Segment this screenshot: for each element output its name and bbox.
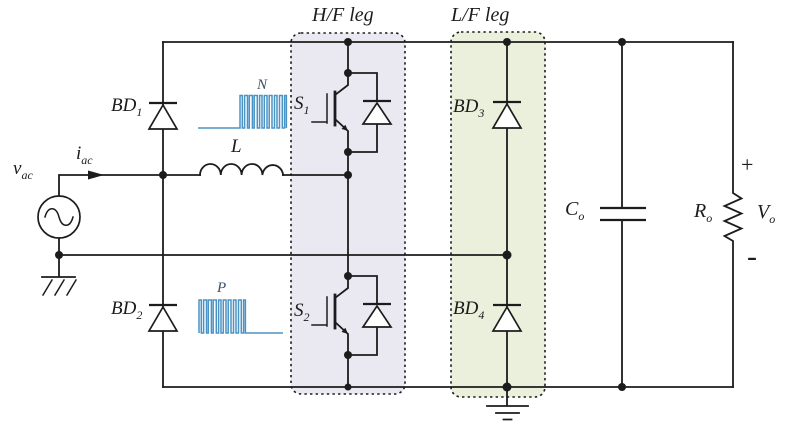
pulse-n-label: N [257,77,268,93]
bd3-label: BD3 [453,96,485,120]
ground-left-icon [41,254,78,297]
s1-antiparallel-diode [347,72,393,153]
s2-antiparallel-diode [347,275,393,356]
iac-label: iac [76,143,93,167]
neutral-wire [58,237,508,256]
bd2-label: BD2 [111,298,143,322]
ac-source [37,195,81,239]
sine-icon [44,208,74,226]
phase-wire [58,174,201,197]
hf-leg-label: H/F leg [312,4,374,26]
vac-label: vac [13,158,33,182]
pwm-waveform-n [198,94,288,129]
co-label: Co [565,198,585,223]
lf-leg-label: L/F leg [451,4,510,26]
junction-dots [55,38,626,392]
capacitor-co [600,41,646,388]
lf-leg-box [450,31,546,398]
pulse-p-label: P [217,280,227,296]
inductor [199,163,285,176]
bd4-label: BD4 [453,298,485,322]
plus-sign: + [741,152,754,177]
bd2-diode [147,303,179,332]
resistor-ro [722,41,744,388]
inductor-label: L [231,136,242,157]
s1-label: S1 [294,93,310,117]
bd1-diode [147,101,179,130]
bd4-diode [491,303,523,332]
iac-arrow-icon [88,170,104,180]
ro-label: Ro [694,200,713,225]
bd3-diode [491,100,523,129]
ground-output-icon [486,386,529,421]
vo-label: Vo [757,201,776,226]
bd1-label: BD1 [111,95,143,119]
minus-sign: - [747,240,757,273]
s2-label: S2 [294,300,310,324]
pwm-waveform-p [198,299,283,334]
